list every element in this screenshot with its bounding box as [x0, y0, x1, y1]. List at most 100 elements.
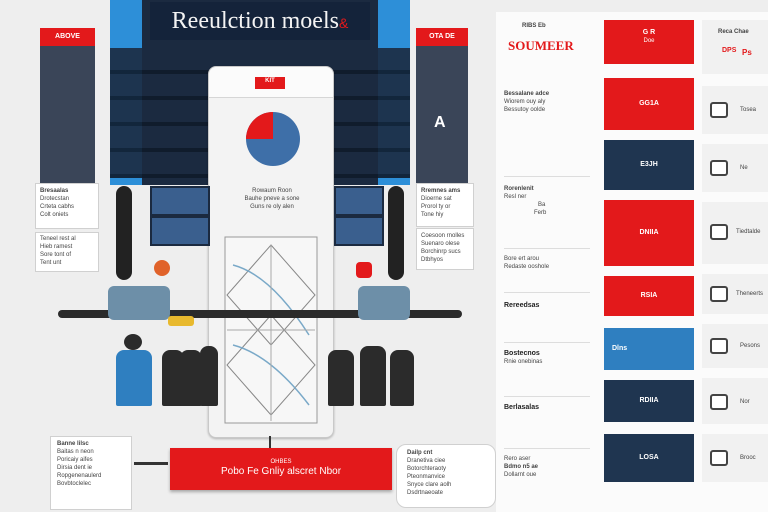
left-note-1: Bresaalas Drotecstan Crteta cabhs Colt o… — [35, 183, 99, 229]
bottom-pointer-center — [269, 436, 271, 448]
figure-blue — [116, 350, 152, 406]
bottom-left-note-line-1: Baitas n neon — [57, 449, 94, 455]
col3-row-6: Brooc — [702, 434, 768, 482]
col3-header-sub: DPS — [722, 47, 737, 54]
col1-row-4-line-0: Bostecnos — [504, 350, 540, 357]
window-icon — [710, 286, 728, 302]
bottom-left-note-line-5: Bovbtoclelec — [57, 481, 92, 487]
pie-chart-icon — [246, 112, 300, 166]
right-note-1-line-2: Prorol ty or — [421, 204, 451, 210]
left-note-2-line-3: Tent unt — [40, 260, 62, 266]
col1-row-2: Bore ert arou Redaste ooshole — [504, 248, 590, 279]
col1-row-4: Bostecnos Rnie onebinas — [504, 342, 590, 373]
screen-right-2 — [334, 216, 384, 246]
arm-right — [388, 186, 404, 280]
col2-block-0: GG1A — [604, 78, 694, 130]
screen-left-2 — [150, 216, 210, 246]
col1-row-6-line-0: Rero aser — [504, 456, 531, 462]
right-note-1-line-0: Rremnes ams — [421, 188, 461, 194]
col1-row-0-line-1: Wiorem ouy aly — [504, 99, 546, 105]
col1-row-0-line-0: Bessalane adce — [504, 91, 550, 97]
col2-block-4: Dlns — [604, 328, 694, 370]
figure-left-3 — [200, 346, 218, 406]
bottom-right-note-line-3: Pteonmanvice — [407, 474, 446, 480]
col1-row-1-line-0: Rorenlenit — [504, 186, 534, 192]
col2-block-4-label: Dlns — [612, 345, 628, 352]
right-note-2-line-3: Dtbhyos — [421, 257, 444, 263]
col1-row-2-line-1: Redaste ooshole — [504, 264, 550, 270]
central-chart-label-2: Guns re oly alen — [250, 204, 294, 210]
left-note-1-line-1: Drotecstan — [40, 196, 70, 202]
col1-row-1: Rorenlenit Resl ner Ba Ferb — [504, 176, 590, 237]
window-icon — [710, 224, 728, 240]
left-note-1-line-2: Crteta cabhs — [40, 204, 75, 210]
col3-row-1-label: Ne — [740, 165, 748, 171]
col2-block-3-label: RSIA — [640, 292, 658, 299]
col2-block-5-label: RDIIA — [639, 397, 659, 404]
figure-right-3 — [390, 350, 414, 406]
figure-right-1 — [328, 350, 354, 406]
col1: RIBS Eb SOUMEER — [498, 22, 594, 512]
central-top-tag-label: KIT — [265, 78, 275, 84]
col2-block-0-label: GG1A — [639, 100, 659, 107]
central-panel: KIT Rowaum Roon Bauhe pneve a sone Guns … — [208, 66, 334, 438]
left-note-1-line-3: Colt oniets — [40, 212, 69, 218]
left-note-2-line-0: Teneel rest al — [40, 236, 76, 242]
col3-header-label: Reca Chae — [718, 29, 749, 35]
left-dark-panel: ABOVE — [40, 28, 95, 183]
col3-header: Reca Chae DPS — [702, 20, 768, 74]
col1-row-1-line-1: Resl ner — [504, 194, 527, 200]
col2-header: G R Doe — [604, 20, 694, 64]
right-note-1-line-3: Tone hiy — [421, 212, 444, 218]
bottom-right-note-line-2: Botorchteraoty — [407, 466, 447, 472]
header-title-suffix: & — [338, 15, 349, 31]
right-note-2-line-1: Suenaro olese — [421, 241, 460, 247]
right-red-tag: OTA DE — [416, 28, 468, 46]
col2-block-2-label: DNIIA — [639, 229, 659, 236]
bottom-right-note-line-0: Dailp cnt — [407, 450, 433, 456]
bottom-left-note-line-3: Dirsia dent ie — [57, 465, 93, 471]
bottom-left-note: Banne lilsc Baitas n neon Poricaiy aifes… — [50, 436, 132, 510]
col2-block-5: RDIIA — [604, 380, 694, 422]
right-red-tag-label: OTA DE — [429, 33, 455, 40]
left-red-tag-label: ABOVE — [55, 33, 80, 40]
bottom-right-note-line-4: Snyce clare aolh — [407, 482, 452, 488]
col1-row-0: Bessalane adce Wiorem ouy aly Bessutoy o… — [504, 90, 590, 140]
right-note-2-line-0: Coesoon rnolles — [421, 233, 465, 239]
col1-row-6: Rero aser Bdmo n5 ae Dollarnt oue — [504, 448, 590, 499]
col3-row-4: Pesons — [702, 324, 768, 368]
figure-blue-head — [124, 334, 142, 350]
figure-right-2 — [360, 346, 386, 406]
yellow-marker — [168, 316, 194, 326]
col1-row-1-line-2: Ba — [538, 202, 546, 208]
col1-row-5: Berlasalas — [504, 396, 590, 427]
window-icon — [710, 338, 728, 354]
col3-side-label: Ps — [742, 48, 752, 57]
horizontal-rail — [58, 310, 462, 318]
bottom-red-banner-top: OHBES — [270, 459, 292, 465]
col3-row-0: Tosea — [702, 86, 768, 134]
window-icon — [710, 450, 728, 466]
col3-row-1: Ne — [702, 144, 768, 192]
window-icon — [710, 102, 728, 118]
col1-title: SOUMEER — [508, 38, 574, 53]
col3-row-6-label: Brooc — [740, 455, 756, 461]
bottom-right-note: Dailp cnt Dranetiva ciee Botorchteraoty … — [396, 444, 496, 508]
bottom-pointer-left — [134, 462, 168, 465]
col1-header: RIBS Eb — [522, 23, 546, 29]
window-icon — [710, 160, 728, 176]
left-note-2-line-2: Sore tont of — [40, 252, 72, 258]
col1-row-2-line-0: Bore ert arou — [504, 256, 540, 262]
window-icon — [710, 394, 728, 410]
orange-indicator-left — [154, 260, 170, 276]
central-chart-label-1: Bauhe pneve a sone — [244, 196, 300, 202]
header-title-box: Reeulction moels& — [150, 2, 370, 40]
col2-block-2: DNIIA — [604, 200, 694, 266]
right-note-1: Rremnes ams Dioerne sat Prorol ty or Ton… — [416, 183, 474, 227]
right-note-2-line-2: Borchinrp sucs — [421, 249, 461, 255]
col3-row-3: Theneerts — [702, 274, 768, 314]
col1-row-5-line-0: Berlasalas — [504, 404, 540, 411]
col2-block-1-label: E3JH — [640, 161, 658, 168]
right-note-1-line-1: Dioerne sat — [421, 196, 452, 202]
col1-row-1-line-3: Ferb — [534, 210, 547, 216]
